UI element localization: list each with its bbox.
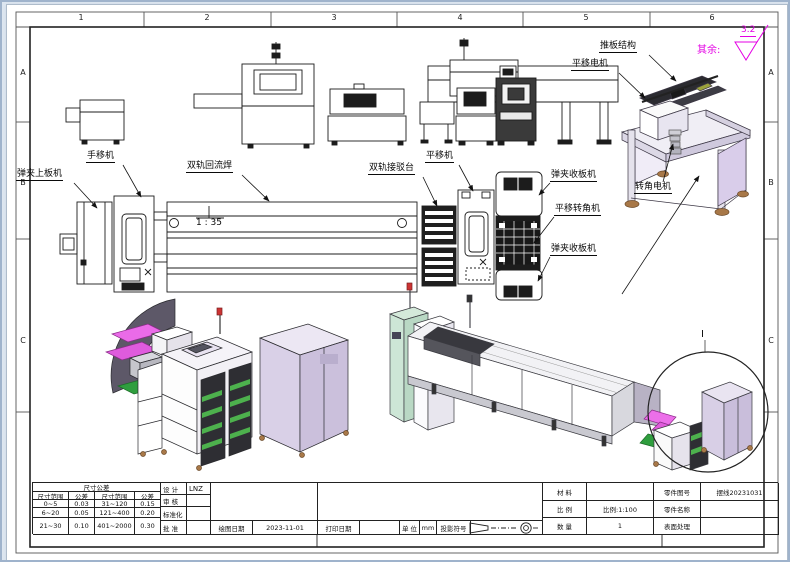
sign-label: 批 准 xyxy=(161,521,187,535)
tolerance-cell: 0.03 xyxy=(69,500,95,508)
label-unloader-top: 弹夹收板机 xyxy=(550,170,598,182)
tolerance-cell: 121~400 xyxy=(95,508,135,518)
projection-symbol-cell xyxy=(471,521,543,535)
leader-lines xyxy=(73,54,700,295)
part-name-value xyxy=(701,501,779,518)
zone-letter-left-c: C xyxy=(20,336,26,345)
zone-letter-left-b: B xyxy=(20,178,26,187)
sign-value xyxy=(187,495,211,507)
label-magazine-loader: 弹夹上板机 xyxy=(16,169,64,181)
tolerance-header: 公差 xyxy=(135,492,161,500)
label-push-plate: 推板结构 xyxy=(599,41,638,53)
tolerance-cell: 31~120 xyxy=(95,500,135,508)
sign-label: 标准化 xyxy=(161,507,187,521)
scale-label: 比 例 xyxy=(543,501,587,518)
front-elevation-view xyxy=(65,38,619,149)
qty-value: 1 xyxy=(587,518,654,535)
draw-date-label: 绘图日期 xyxy=(211,521,253,535)
surface-treat-value xyxy=(701,518,779,535)
sheet-frame xyxy=(15,11,779,554)
label-dual-reflow: 双轨回流焊 xyxy=(186,161,234,173)
tolerance-cell: 0.15 xyxy=(135,500,161,508)
tolerance-cell: 0.30 xyxy=(135,518,161,535)
tolerance-cell: 6~20 xyxy=(33,508,69,518)
unit-label: 单 位 xyxy=(400,521,420,535)
tolerance-cell: 0.10 xyxy=(69,518,95,535)
draw-date-value: 2023-11-01 xyxy=(253,521,318,535)
surface-treat-label: 表面处理 xyxy=(654,518,701,535)
zone-number-6: 6 xyxy=(709,13,715,22)
sign-value xyxy=(187,521,211,535)
tolerance-cell: 21~30 xyxy=(33,518,69,535)
label-unloader-bottom: 弹夹收板机 xyxy=(550,244,598,256)
zone-letter-left-a: A xyxy=(20,68,26,77)
print-date-label: 打印日期 xyxy=(318,521,360,535)
plan-view xyxy=(59,171,543,301)
surface-finish-symbol xyxy=(734,24,769,61)
empty-cell xyxy=(211,483,318,521)
material-value xyxy=(587,483,654,501)
zone-number-4: 4 xyxy=(457,13,463,22)
material-label: 材 料 xyxy=(543,483,587,501)
sign-block: 设 计 LNZ 审 核 标准化 批 准 xyxy=(160,482,211,535)
view-scale-note: 1 : 35 xyxy=(196,218,222,228)
iso-view-center xyxy=(388,282,769,473)
part-no-value: 摆线20231031 xyxy=(701,483,779,501)
tolerance-cell: 401~2000 xyxy=(95,518,135,535)
label-hand-transfer: 手移机 xyxy=(86,151,116,163)
sign-label: 设 计 xyxy=(161,483,187,495)
label-translate: 平移机 xyxy=(425,151,455,163)
label-corner-motor: 转角电机 xyxy=(634,182,673,194)
empty-cell xyxy=(318,483,543,521)
tolerance-cell: 0.05 xyxy=(69,508,95,518)
sign-value: LNZ xyxy=(187,483,211,495)
part-name-label: 零件名称 xyxy=(654,501,701,518)
surface-note-value: 3.2 xyxy=(740,25,757,37)
tolerance-cell: 0~5 xyxy=(33,500,69,508)
part-info-block: 材 料 零件图号 摆线20231031 比 例 比例:1:100 零件名称 数 … xyxy=(542,482,779,535)
zone-number-2: 2 xyxy=(204,13,210,22)
qty-label: 数 量 xyxy=(543,518,587,535)
zone-number-1: 1 xyxy=(78,13,84,22)
iso-view-left xyxy=(105,298,350,471)
date-unit-strip: 绘图日期 2023-11-01 打印日期 单 位 mm 投影符号 xyxy=(210,482,543,535)
surface-note-label: 其余: xyxy=(697,45,721,56)
zone-letter-right-b: B xyxy=(768,178,774,187)
zone-letter-right-c: C xyxy=(768,336,774,345)
print-date-value xyxy=(360,521,400,535)
corner-machine-3d xyxy=(621,75,752,216)
tolerance-header: 尺寸范围 xyxy=(95,492,135,500)
zone-number-5: 5 xyxy=(583,13,589,22)
part-no-label: 零件图号 xyxy=(654,483,701,501)
tolerance-header: 公差 xyxy=(69,492,95,500)
tolerance-table: 尺寸公差 尺寸范围 公差 尺寸范围 公差 0~5 0.03 31~120 0.1… xyxy=(32,482,161,535)
zone-number-3: 3 xyxy=(331,13,337,22)
label-translate-corner: 平移转角机 xyxy=(554,204,602,216)
projection-label: 投影符号 xyxy=(437,521,471,535)
sign-label: 审 核 xyxy=(161,495,187,507)
label-translate-motor: 平移电机 xyxy=(571,59,610,71)
tolerance-header: 尺寸范围 xyxy=(33,492,69,500)
label-dual-dock: 双轨接驳台 xyxy=(368,163,416,175)
unit-value: mm xyxy=(420,521,437,535)
zone-letter-right-a: A xyxy=(768,68,774,77)
detail-view-marker: I xyxy=(701,329,704,340)
sign-value xyxy=(187,507,211,521)
tolerance-cell: 0.20 xyxy=(135,508,161,518)
scale-value: 比例:1:100 xyxy=(587,501,654,518)
tolerance-title: 尺寸公差 xyxy=(33,483,161,492)
